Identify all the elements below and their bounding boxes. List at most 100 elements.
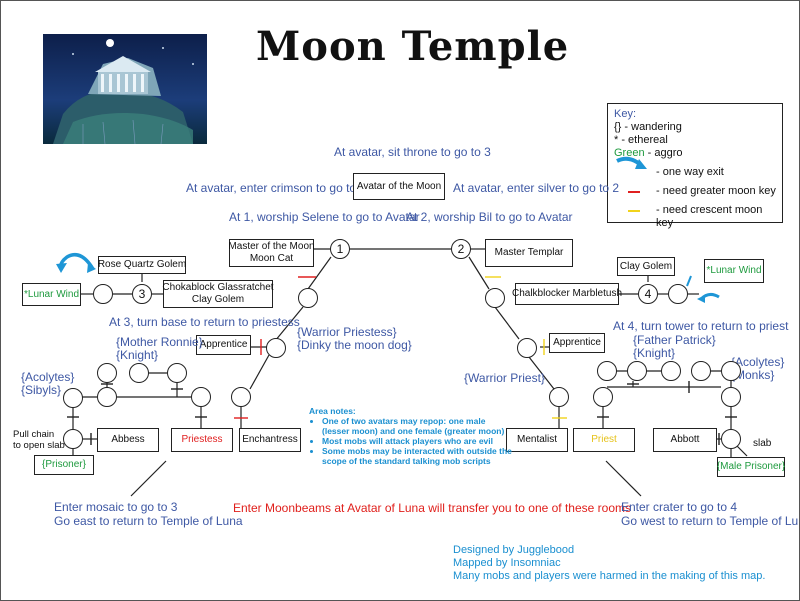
chokablock-line1: Chokablock Glassratchet: [162, 282, 274, 293]
node-cloister-l6: [191, 387, 211, 407]
key-crescent-moon-label: - need crescent moon key: [656, 204, 763, 229]
room-master-templar: Master Templar: [485, 239, 573, 267]
mob-father-patrick: {Father Patrick} {Knight}: [633, 334, 716, 360]
node-right-diag-1: [485, 288, 505, 308]
warrior-priestess-line1: {Warrior Priestess}: [297, 325, 397, 339]
node-cloister-l5: [97, 387, 117, 407]
key-wandering: {} - wandering: [614, 121, 682, 133]
room-chokablock: Chokablock Glassratchet Clay Golem: [162, 280, 274, 308]
mob-acolytes-left: {Acolytes} {Sibyls}: [21, 371, 74, 397]
mob-mother-ronnie: {Mother Ronnie} {Knight}: [116, 336, 203, 362]
room-prisoner: {Prisoner}: [34, 455, 94, 475]
room-abbess: Abbess: [97, 428, 159, 452]
node-left-diag-1: [298, 288, 318, 308]
greater-moon-key-markers: [234, 276, 316, 419]
yellow-key-swatch: [628, 210, 640, 212]
key-one-way-exit: - one way exit: [656, 166, 724, 178]
node-right-diag-2: [517, 338, 537, 358]
note-crater: Enter crater to go to 4 Go west to retur…: [621, 500, 800, 528]
note-worship-bil: At 2, worship Bil to go to Avatar: [406, 210, 573, 224]
key-heading: Key:: [614, 108, 637, 120]
room-lunar-wind-right: *Lunar Wind: [704, 259, 764, 283]
room-priestess: Priestess: [171, 428, 233, 452]
note-enter-silver: At avatar, enter silver to go to 2: [453, 181, 620, 195]
node-cloister-l4: [63, 388, 83, 408]
father-patrick-line1: {Father Patrick}: [633, 333, 716, 347]
key-aggro-green-word: Green: [614, 147, 645, 159]
page-title: Moon Temple: [256, 23, 570, 70]
note-turn-tower: At 4, turn tower to return to priest: [613, 319, 789, 333]
room-apprentice-left: Apprentice: [196, 335, 251, 355]
area-note-item: Some mobs may be interacted with outside…: [322, 446, 512, 466]
node-right-diag-3: [549, 387, 569, 407]
room-male-prisoner: {Male Prisoner}: [717, 457, 785, 477]
room-chalkblocker: Chalkblocker Marbletush: [512, 283, 622, 305]
red-key-swatch: [628, 191, 640, 193]
node-left-diag-3: [231, 387, 251, 407]
crater-line1: Enter crater to go to 4: [621, 500, 738, 514]
node-left-diag-2: [266, 338, 286, 358]
master-moon-line2: Moon Cat: [249, 253, 294, 264]
mosaic-line2: Go east to return to Temple of Luna: [54, 514, 243, 528]
one-way-exit-arrows: [56, 156, 720, 303]
node-cloister-l2: [129, 363, 149, 383]
node-cloister-r2: [627, 361, 647, 381]
warrior-priestess-line2: {Dinky the moon dog}: [297, 338, 412, 352]
crescent-moon-key-markers: [485, 276, 567, 419]
room-lunar-wind-left: *Lunar Wind: [22, 283, 81, 306]
area-notes-list: One of two avatars may repop: one male (…: [309, 416, 512, 466]
master-moon-line1: Master of the Moon: [228, 241, 315, 252]
node-cloister-r4: [691, 361, 711, 381]
room-avatar-of-the-moon: Avatar of the Moon: [353, 173, 445, 200]
node-3: 3: [132, 284, 152, 304]
node-cloister-l3: [167, 363, 187, 383]
chokablock-line2: Clay Golem: [191, 294, 245, 305]
node-right-wind: [668, 284, 688, 304]
key-aggro-label: - aggro: [644, 147, 683, 159]
room-mentalist: Mentalist: [506, 428, 568, 452]
note-worship-selene: At 1, worship Selene to go to Avatar: [229, 210, 420, 224]
note-sit-throne: At avatar, sit throne to go to 3: [334, 145, 491, 159]
area-note-item: One of two avatars may repop: one male (…: [322, 416, 507, 436]
room-apprentice-right: Apprentice: [549, 333, 605, 353]
node-cloister-r7: [721, 387, 741, 407]
map-key: Key: {} - wandering * - ethereal Green -…: [607, 103, 783, 229]
mob-warrior-priestess: {Warrior Priestess} {Dinky the moon dog}: [297, 326, 412, 352]
note-pull-chain: Pull chain to open slab: [13, 429, 65, 451]
room-clay-golem: Clay Golem: [617, 257, 675, 276]
node-cloister-l1: [97, 363, 117, 383]
mosaic-line1: Enter mosaic to go to 3: [54, 500, 178, 514]
node-left-wind: [93, 284, 113, 304]
node-cloister-r1: [597, 361, 617, 381]
area-notes-heading: Area notes:: [309, 406, 356, 416]
area-notes: Area notes: One of two avatars may repop…: [309, 406, 512, 466]
key-crescent-moon: - need crescent moon key: [614, 204, 776, 230]
mother-ronnie-line1: {Mother Ronnie}: [116, 335, 203, 349]
acolytes-left-line1: {Acolytes}: [21, 370, 75, 384]
node-cloister-r3: [661, 361, 681, 381]
note-slab: slab: [753, 438, 772, 449]
room-master-of-the-moon: Master of the Moon Moon Cat: [228, 239, 315, 267]
node-slab-left: [63, 429, 83, 449]
crater-line2: Go west to return to Temple of Luna: [621, 514, 800, 528]
key-greater-moon: - need greater moon key: [614, 185, 776, 198]
key-greater-moon-label: - need greater moon key: [656, 185, 776, 197]
room-abbott: Abbott: [653, 428, 717, 452]
credit-humor: Many mobs and players were harmed in the…: [453, 570, 766, 582]
node-cloister-r5: [721, 361, 741, 381]
pull-chain-line1: Pull chain: [13, 429, 55, 440]
mother-ronnie-line2: {Knight}: [116, 348, 159, 362]
note-enter-crimson: At avatar, enter crimson to go to1: [186, 181, 363, 195]
key-aggro: Green - aggro: [614, 147, 776, 160]
credit-mapper: Mapped by Insomniac: [453, 557, 561, 569]
father-patrick-line2: {Knight}: [633, 346, 676, 360]
node-1: 1: [330, 239, 350, 259]
acolytes-right-line1: {Acolytes}: [731, 355, 785, 369]
node-2: 2: [451, 239, 471, 259]
pull-chain-line2: to open slab: [13, 440, 65, 451]
area-note-item: Most mobs will attack players who are ev…: [322, 436, 512, 446]
node-slab-right: [721, 429, 741, 449]
moon-temple-illustration: [43, 34, 207, 144]
room-rose-quartz-golem: Rose Quartz Golem: [98, 256, 186, 274]
